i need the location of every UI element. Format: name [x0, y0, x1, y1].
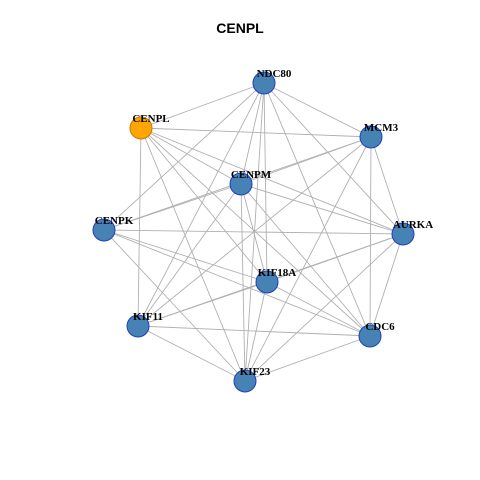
node-label-cenpk: CENPK — [95, 215, 134, 227]
node-layer — [92, 71, 415, 393]
edge-cenpl-kif18a — [140, 127, 268, 283]
node-cenpk — [92, 218, 116, 242]
edge-kif11-cdc6 — [137, 325, 371, 337]
node-label-aurka: AURKA — [393, 219, 433, 231]
edge-cenpm-cdc6 — [240, 183, 371, 337]
edge-cenpl-aurka — [140, 127, 404, 235]
edge-cenpk-kif18a — [103, 229, 268, 283]
node-label-cenpm: CENPM — [231, 169, 272, 181]
node-cenpl — [129, 116, 153, 140]
edge-mcm3-kif23 — [244, 136, 372, 382]
edge-ndc80-kif18a — [263, 82, 268, 283]
node-cdc6 — [358, 324, 382, 348]
edge-mcm3-cdc6 — [369, 136, 372, 337]
edge-mcm3-aurka — [370, 136, 404, 235]
edge-ndc80-cenpk — [103, 82, 265, 231]
edge-cenpk-aurka — [103, 229, 404, 235]
node-mcm3 — [359, 125, 383, 149]
edge-cenpk-cdc6 — [103, 229, 371, 337]
edge-ndc80-cenpm — [240, 82, 265, 185]
edge-cenpk-kif23 — [103, 229, 246, 382]
node-label-ndc80: NDC80 — [257, 68, 292, 80]
edge-cdc6-kif23 — [244, 335, 371, 382]
node-label-cenpl: CENPL — [132, 113, 169, 125]
edge-cenpm-kif11 — [137, 183, 242, 327]
edge-ndc80-kif11 — [137, 82, 265, 327]
edge-kif18a-kif11 — [137, 281, 268, 327]
edge-aurka-kif23 — [244, 233, 404, 382]
node-label-kif18a: KIF18A — [258, 267, 297, 279]
node-kif11 — [126, 314, 150, 338]
edge-cenpm-kif23 — [240, 183, 246, 382]
page-title: CENPL — [216, 20, 264, 36]
node-label-mcm3: MCM3 — [364, 122, 399, 134]
edge-mcm3-kif11 — [137, 136, 372, 327]
node-kif18a — [255, 270, 279, 294]
edge-cenpl-kif23 — [140, 127, 246, 382]
node-label-kif11: KIF11 — [133, 311, 163, 323]
node-label-kif23: KIF23 — [240, 366, 271, 378]
edge-ndc80-cenpl — [140, 82, 265, 129]
node-aurka — [391, 222, 415, 246]
edge-cenpm-cenpk — [103, 183, 242, 231]
edge-cenpl-cenpm — [140, 127, 242, 185]
node-kif23 — [233, 369, 257, 393]
edge-ndc80-aurka — [263, 82, 404, 235]
edge-kif11-kif23 — [137, 325, 246, 382]
edge-aurka-cdc6 — [369, 233, 404, 337]
edge-cenpm-aurka — [240, 183, 404, 235]
edge-cenpm-kif18a — [240, 183, 268, 283]
node-ndc80 — [252, 71, 276, 95]
edge-cenpl-kif11 — [137, 127, 142, 327]
edge-layer — [103, 82, 404, 382]
node-cenpm — [229, 172, 253, 196]
node-label-cdc6: CDC6 — [365, 321, 395, 333]
edge-cenpl-mcm3 — [140, 127, 372, 138]
edge-ndc80-cdc6 — [263, 82, 371, 337]
edge-ndc80-mcm3 — [263, 82, 372, 138]
edge-kif18a-cdc6 — [266, 281, 371, 337]
